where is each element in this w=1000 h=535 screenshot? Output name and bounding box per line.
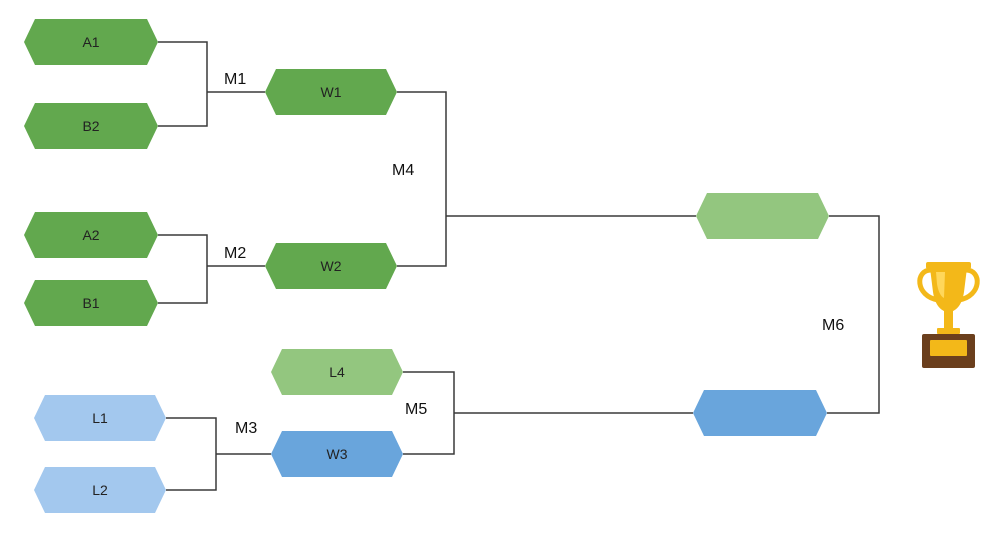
bracket-connectors: [158, 41, 880, 491]
team-a2-node[interactable]: A2: [24, 212, 158, 258]
result-w3-label: W3: [327, 446, 348, 462]
trophy-icon: [917, 262, 980, 368]
result-w2-node[interactable]: W2: [265, 243, 397, 289]
team-l1-label: L1: [92, 410, 108, 426]
team-b2-label: B2: [82, 118, 99, 134]
connector-m2: [158, 234, 208, 304]
match-m4-label: M4: [392, 162, 414, 179]
connector-m4: [397, 91, 447, 267]
team-a1-label: A1: [82, 34, 99, 50]
connector-m6: [827, 215, 880, 414]
result-w3-node[interactable]: W3: [271, 431, 403, 477]
team-b1-node[interactable]: B1: [24, 280, 158, 326]
match-m2-label: M2: [224, 245, 246, 262]
match-m3-label: M3: [235, 420, 257, 437]
result-l4-label: L4: [329, 364, 345, 380]
team-l2-label: L2: [92, 482, 108, 498]
result-w1-label: W1: [321, 84, 342, 100]
match-m6-label: M6: [822, 317, 844, 334]
team-l2-node[interactable]: L2: [34, 467, 166, 513]
team-l1-node[interactable]: L1: [34, 395, 166, 441]
team-a2-label: A2: [82, 227, 99, 243]
match-m1-label: M1: [224, 71, 246, 88]
connector-m3: [166, 417, 217, 491]
team-b1-label: B1: [82, 295, 99, 311]
connector-m1: [158, 41, 208, 127]
result-w2-label: W2: [321, 258, 342, 274]
upper-final-node[interactable]: [696, 193, 829, 239]
result-l4-node[interactable]: L4: [271, 349, 403, 395]
match-m5-label: M5: [405, 401, 427, 418]
team-b2-node[interactable]: B2: [24, 103, 158, 149]
lower-final-node[interactable]: [693, 390, 827, 436]
result-w1-node[interactable]: W1: [265, 69, 397, 115]
team-a1-node[interactable]: A1: [24, 19, 158, 65]
